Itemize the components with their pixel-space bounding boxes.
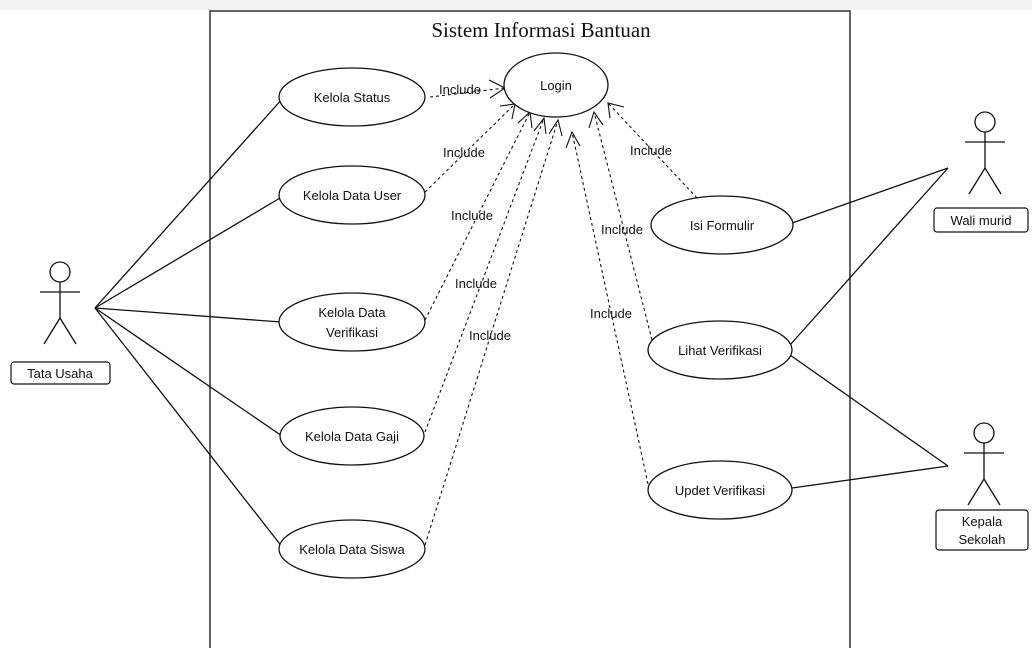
include-label: Include (469, 328, 511, 343)
use-case-lihat-verifikasi-label: Lihat Verifikasi (678, 343, 762, 358)
actor-tata-usaha-label: Tata Usaha (27, 366, 94, 381)
assoc-kelola-data-siswa (94, 307, 284, 549)
system-title: Sistem Informasi Bantuan (431, 18, 651, 42)
actor-wali-murid-box (933, 207, 1029, 233)
assoc-lihat-verifikasi (789, 167, 949, 346)
top-strip (0, 0, 1032, 10)
actor-kepala-sekolah-label-2: Sekolah (959, 532, 1006, 547)
use-case-kelola-data-verifikasi-label-1: Kelola Data (318, 305, 386, 320)
use-case-kelola-data-verifikasi[interactable]: Kelola Data Verifikasi (278, 292, 426, 352)
actor-wali-murid-label: Wali murid (951, 213, 1012, 228)
use-case-kelola-status-label: Kelola Status (314, 90, 391, 105)
include-relations (424, 79, 698, 546)
use-case-kelola-data-user[interactable]: Kelola Data User (278, 165, 426, 225)
include-arrowhead (548, 118, 563, 137)
stick-figure-icon (40, 261, 80, 345)
use-case-kelola-data-user-label: Kelola Data User (303, 188, 402, 203)
include-line-kelola-data-user (424, 103, 516, 193)
include-arrowhead (533, 116, 547, 135)
kepala-sekolah-associations (789, 354, 949, 489)
include-line-kelola-data-verifikasi (424, 111, 531, 321)
include-label: Include (451, 208, 493, 223)
include-label: Include (443, 145, 485, 160)
include-label: Include (590, 306, 632, 321)
include-line-kelola-data-gaji (424, 117, 545, 433)
wali-murid-associations (789, 167, 949, 346)
include-label: Include (439, 82, 481, 97)
use-case-kelola-data-gaji[interactable]: Kelola Data Gaji (279, 406, 425, 466)
use-case-lihat-verifikasi[interactable]: Lihat Verifikasi (647, 320, 793, 380)
assoc-kelola-status (94, 97, 284, 309)
use-case-kelola-status[interactable]: Kelola Status (278, 67, 426, 127)
include-arrowhead (607, 102, 625, 119)
include-label: Include (630, 143, 672, 158)
actor-wali-murid[interactable]: Wali murid (933, 111, 1029, 233)
assoc-lihat-verifikasi-kepala (789, 354, 949, 467)
assoc-isi-formulir (791, 167, 949, 224)
use-case-kelola-data-verifikasi-label-2: Verifikasi (326, 325, 378, 340)
use-case-isi-formulir[interactable]: Isi Formulir (650, 195, 794, 255)
include-label: Include (455, 276, 497, 291)
tata-usaha-associations (94, 97, 284, 549)
include-line-updet-verifikasi (571, 131, 649, 485)
assoc-kelola-data-gaji (94, 307, 283, 437)
actor-tata-usaha[interactable]: Tata Usaha (10, 261, 111, 385)
use-case-isi-formulir-label: Isi Formulir (690, 218, 755, 233)
include-arrowhead (588, 110, 604, 129)
use-case-kelola-data-gaji-label: Kelola Data Gaji (305, 429, 399, 444)
use-case-updet-verifikasi[interactable]: Updet Verifikasi (647, 460, 793, 520)
use-case-updet-verifikasi-label: Updet Verifikasi (675, 483, 765, 498)
stick-figure-icon (964, 422, 1004, 506)
include-arrowhead (565, 130, 581, 149)
actor-kepala-sekolah-label-1: Kepala (962, 514, 1003, 529)
include-line-isi-formulir (607, 102, 698, 199)
stick-figure-icon (965, 111, 1005, 195)
use-case-kelola-data-siswa[interactable]: Kelola Data Siswa (278, 519, 426, 579)
use-case-login[interactable]: Login (503, 52, 609, 118)
actor-kepala-sekolah[interactable]: Kepala Sekolah (935, 422, 1029, 551)
actor-tata-usaha-box (10, 361, 111, 385)
include-label: Include (601, 222, 643, 237)
use-case-login-label: Login (540, 78, 572, 93)
use-case-kelola-data-siswa-label: Kelola Data Siswa (299, 542, 405, 557)
assoc-updet-verifikasi (791, 465, 949, 489)
include-line-kelola-data-siswa (424, 119, 559, 546)
actor-kepala-sekolah-box (935, 509, 1029, 551)
assoc-kelola-data-verifikasi (94, 307, 282, 323)
include-labels: Include Include Include Include Include … (439, 82, 672, 343)
system-boundary (209, 10, 851, 648)
include-arrowhead (517, 110, 533, 129)
include-line-kelola-status (429, 87, 506, 98)
assoc-kelola-data-user (94, 197, 281, 309)
